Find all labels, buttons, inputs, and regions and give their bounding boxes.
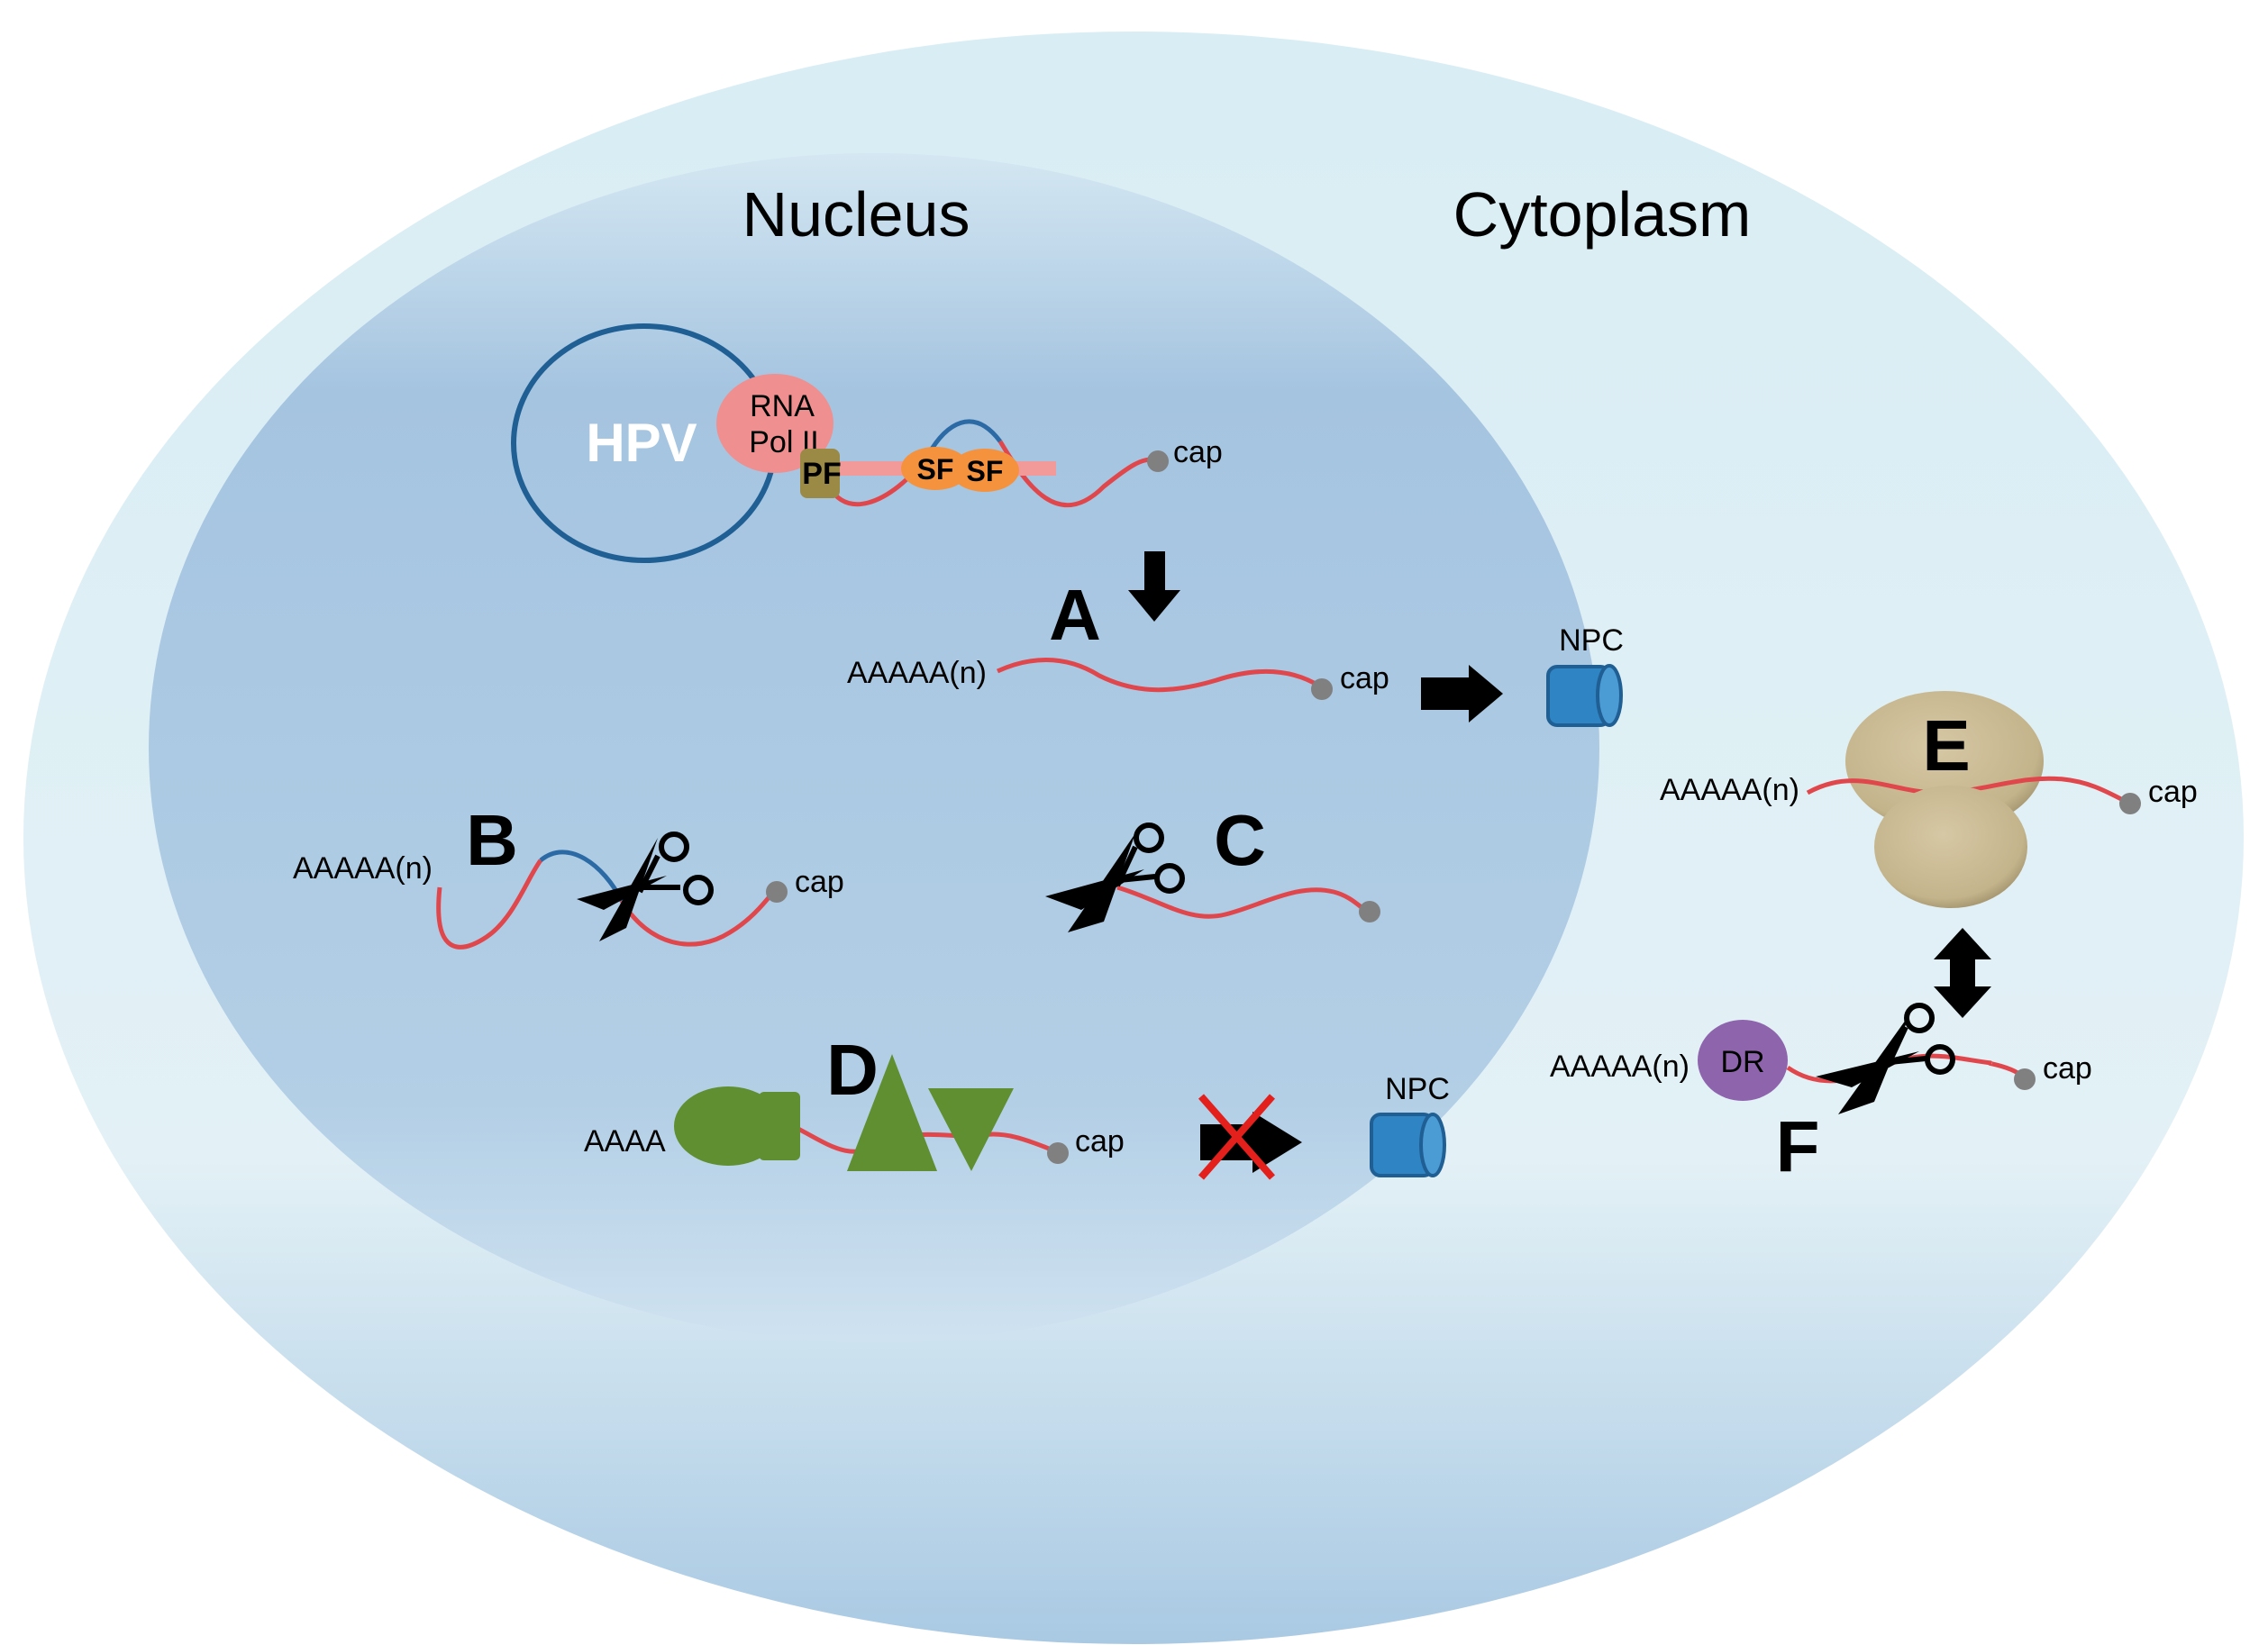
polya-tail: AAAAA(n) bbox=[1550, 1050, 1690, 1084]
double-arrow bbox=[1934, 928, 1991, 1018]
cap-label: cap bbox=[2148, 775, 2198, 809]
cap-dot bbox=[766, 881, 788, 903]
down-arrow bbox=[1128, 551, 1180, 622]
binding-protein-triangle-up bbox=[847, 1054, 937, 1171]
mrna-b-red-1 bbox=[436, 859, 543, 950]
mrna-c bbox=[1116, 885, 1370, 919]
step-b-label: B bbox=[466, 800, 518, 880]
hpv-label: HPV bbox=[586, 413, 697, 473]
nuclear-pore-complex bbox=[1370, 1113, 1446, 1177]
cap-label: cap bbox=[1340, 661, 1389, 695]
polya-tail: AAAAA(n) bbox=[293, 851, 433, 886]
scissors-icon bbox=[1816, 1003, 1955, 1114]
binding-protein-triangle-down bbox=[928, 1088, 1014, 1171]
step-f-label: F bbox=[1776, 1106, 1820, 1186]
cap-dot bbox=[1147, 450, 1169, 472]
cap-dot bbox=[1311, 678, 1333, 700]
step-c-label: C bbox=[1214, 800, 1266, 880]
scissors-icon bbox=[577, 832, 714, 941]
scissors-icon bbox=[1045, 822, 1185, 932]
dr-label: DR bbox=[1720, 1045, 1764, 1079]
cap-dot bbox=[2119, 793, 2141, 814]
cap-label: cap bbox=[2043, 1051, 2092, 1086]
binding-protein-round bbox=[674, 1086, 782, 1166]
mrna-b-red-2 bbox=[619, 888, 777, 947]
cap-dot bbox=[1047, 1142, 1069, 1164]
sf-factor-1 bbox=[901, 447, 970, 490]
binding-protein-block bbox=[759, 1092, 800, 1160]
polya-tail: AAAAA(n) bbox=[847, 656, 987, 690]
mrna-e bbox=[1806, 776, 2128, 804]
cap-label: cap bbox=[1075, 1124, 1125, 1159]
step-a-label: A bbox=[1049, 575, 1101, 655]
pf-factor bbox=[800, 449, 840, 498]
step-d-label: D bbox=[826, 1030, 879, 1110]
cap-dot bbox=[2014, 1068, 2036, 1090]
ribosome-small-subunit bbox=[1874, 786, 2027, 908]
block-x-icon bbox=[1198, 1094, 1276, 1180]
export-arrow bbox=[1421, 665, 1503, 723]
pre-mrna-intron bbox=[925, 419, 1002, 457]
cap-label: cap bbox=[1173, 435, 1223, 469]
pf-label: PF bbox=[802, 457, 841, 491]
cap-dot bbox=[1359, 901, 1380, 922]
decay-factor-dr bbox=[1698, 1020, 1788, 1101]
npc-label: NPC bbox=[1559, 623, 1624, 658]
sf-label-1: SF bbox=[917, 453, 954, 486]
polya-tail-truncated: AAAA bbox=[584, 1124, 666, 1159]
polya-tail: AAAAA(n) bbox=[1660, 773, 1799, 807]
nuclear-pore-complex bbox=[1546, 664, 1623, 727]
cytoplasm-title: Cytoplasm bbox=[1453, 179, 1752, 250]
nucleus-title: Nucleus bbox=[742, 179, 970, 250]
rna-pol-label-1: RNA bbox=[750, 389, 815, 423]
cap-label: cap bbox=[795, 865, 844, 899]
mrna-a bbox=[996, 658, 1322, 693]
npc-label: NPC bbox=[1385, 1072, 1450, 1106]
step-e-label: E bbox=[1922, 705, 1970, 786]
sf-label-2: SF bbox=[967, 455, 1004, 487]
rna-pol-ii bbox=[716, 374, 833, 473]
sf-factor-2 bbox=[951, 449, 1019, 492]
mrna-d bbox=[791, 1123, 1057, 1154]
